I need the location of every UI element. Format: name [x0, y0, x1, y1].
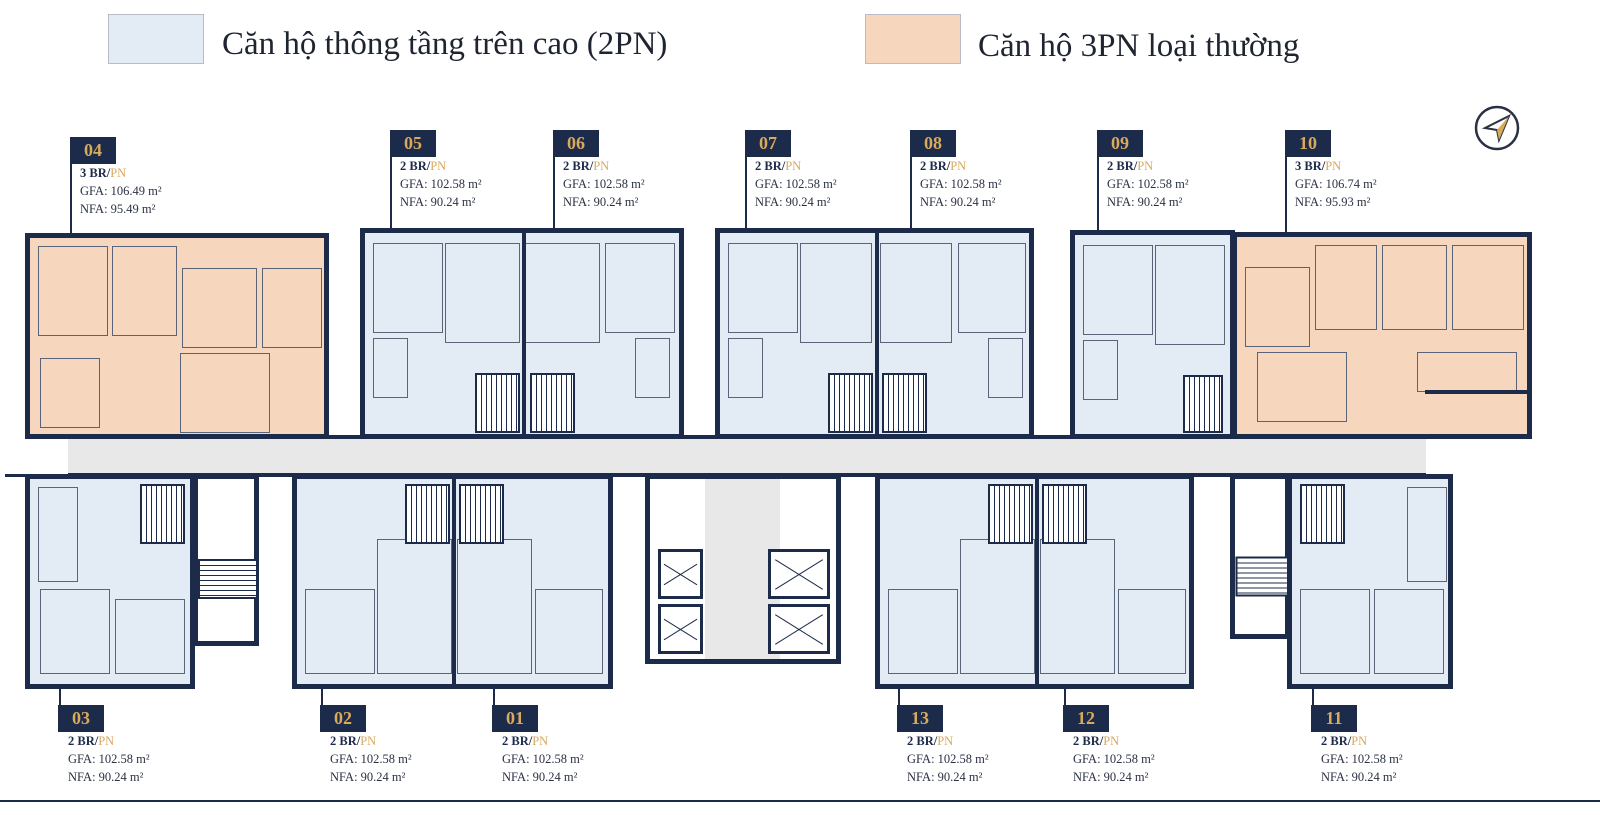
legend-swatch-3br	[865, 14, 961, 64]
unit-label-05: 05 2 BR/PN GFA: 102.58 m² NFA: 90.24 m²	[390, 130, 482, 228]
unit-type: 3 BR/PN	[80, 166, 127, 180]
unit-gfa: GFA: 102.58 m²	[920, 177, 1002, 191]
unit-nfa: NFA: 90.24 m²	[68, 770, 144, 784]
unit-nfa: NFA: 90.24 m²	[563, 195, 639, 209]
unit-label-03: 03 2 BR/PN GFA: 102.58 m² NFA: 90.24 m²	[58, 689, 150, 786]
north-arrow-icon	[1474, 105, 1520, 151]
unit-type: 2 BR/PN	[330, 734, 377, 748]
unit-label-09: 09 2 BR/PN GFA: 102.58 m² NFA: 90.24 m²	[1097, 130, 1189, 230]
unit-nfa: NFA: 90.24 m²	[502, 770, 578, 784]
units-02-01-plan[interactable]	[292, 474, 613, 689]
unit-type: 2 BR/PN	[1107, 159, 1154, 173]
unit-gfa: GFA: 102.58 m²	[330, 752, 412, 766]
unit-nfa: NFA: 95.93 m²	[1295, 195, 1371, 209]
stair-core-west	[193, 474, 259, 646]
unit-gfa: GFA: 106.74 m²	[1295, 177, 1377, 191]
leader-line	[1097, 157, 1099, 230]
unit-nfa: NFA: 90.24 m²	[907, 770, 983, 784]
unit-type: 2 BR/PN	[755, 159, 802, 173]
unit-gfa: GFA: 102.58 m²	[907, 752, 989, 766]
unit-label-06: 06 2 BR/PN GFA: 102.58 m² NFA: 90.24 m²	[553, 130, 645, 228]
units-13-12-plan[interactable]	[875, 474, 1194, 689]
unit-type: 2 BR/PN	[400, 159, 447, 173]
leader-line	[1064, 689, 1066, 705]
legend-label-duplex: Căn hộ thông tầng trên cao (2PN)	[222, 26, 668, 62]
unit-label-02: 02 2 BR/PN GFA: 102.58 m² NFA: 90.24 m²	[320, 689, 412, 786]
unit-nfa: NFA: 90.24 m²	[1321, 770, 1397, 784]
unit-number: 08	[910, 130, 956, 157]
unit-nfa: NFA: 90.24 m²	[330, 770, 406, 784]
unit-number: 01	[492, 705, 538, 732]
unit-number: 11	[1311, 705, 1357, 732]
leader-line	[321, 689, 323, 705]
unit-type: 2 BR/PN	[1321, 734, 1368, 748]
unit-number: 02	[320, 705, 366, 732]
unit-label-01: 01 2 BR/PN GFA: 102.58 m² NFA: 90.24 m²	[492, 689, 584, 786]
leader-line	[70, 164, 72, 233]
unit-gfa: GFA: 102.58 m²	[755, 177, 837, 191]
unit-10-plan[interactable]	[1232, 232, 1532, 439]
leader-line	[1285, 157, 1287, 232]
unit-type: 3 BR/PN	[1295, 159, 1342, 173]
elevator-core	[645, 474, 841, 664]
unit-label-12: 12 2 BR/PN GFA: 102.58 m² NFA: 90.24 m²	[1063, 689, 1155, 786]
leader-line	[59, 689, 61, 705]
unit-type: 2 BR/PN	[920, 159, 967, 173]
unit-nfa: NFA: 90.24 m²	[1107, 195, 1183, 209]
unit-type: 2 BR/PN	[563, 159, 610, 173]
unit-nfa: NFA: 95.49 m²	[80, 202, 156, 216]
units-07-08-plan[interactable]	[715, 228, 1034, 439]
legend-swatch-duplex	[108, 14, 204, 64]
leader-line	[390, 157, 392, 228]
unit-nfa: NFA: 90.24 m²	[920, 195, 996, 209]
unit-nfa: NFA: 90.24 m²	[755, 195, 831, 209]
unit-11-plan[interactable]	[1287, 474, 1453, 689]
unit-number: 06	[553, 130, 599, 157]
unit-number: 03	[58, 705, 104, 732]
leader-line	[898, 689, 900, 705]
unit-gfa: GFA: 102.58 m²	[502, 752, 584, 766]
unit-gfa: GFA: 102.58 m²	[68, 752, 150, 766]
unit-type: 2 BR/PN	[1073, 734, 1120, 748]
unit-label-04: 04 3 BR/PN GFA: 106.49 m² NFA: 95.49 m²	[70, 137, 162, 233]
units-05-06-plan[interactable]	[360, 228, 684, 439]
unit-nfa: NFA: 90.24 m²	[400, 195, 476, 209]
unit-label-10: 10 3 BR/PN GFA: 106.74 m² NFA: 95.93 m²	[1285, 130, 1377, 232]
leader-line	[1312, 689, 1314, 705]
unit-04-plan[interactable]	[25, 233, 329, 439]
unit-number: 07	[745, 130, 791, 157]
unit-number: 09	[1097, 130, 1143, 157]
unit-label-13: 13 2 BR/PN GFA: 102.58 m² NFA: 90.24 m²	[897, 689, 989, 786]
unit-gfa: GFA: 102.58 m²	[1073, 752, 1155, 766]
unit-label-07: 07 2 BR/PN GFA: 102.58 m² NFA: 90.24 m²	[745, 130, 837, 228]
unit-gfa: GFA: 102.58 m²	[1107, 177, 1189, 191]
unit-type: 2 BR/PN	[907, 734, 954, 748]
corridor	[68, 435, 1426, 477]
unit-label-11: 11 2 BR/PN GFA: 102.58 m² NFA: 90.24 m²	[1311, 689, 1403, 786]
leader-line	[910, 157, 912, 228]
unit-type: 2 BR/PN	[502, 734, 549, 748]
unit-type: 2 BR/PN	[68, 734, 115, 748]
unit-number: 04	[70, 137, 116, 164]
unit-number: 10	[1285, 130, 1331, 157]
unit-03-plan[interactable]	[25, 474, 195, 689]
unit-nfa: NFA: 90.24 m²	[1073, 770, 1149, 784]
unit-number: 05	[390, 130, 436, 157]
unit-number: 12	[1063, 705, 1109, 732]
unit-gfa: GFA: 102.58 m²	[563, 177, 645, 191]
unit-gfa: GFA: 106.49 m²	[80, 184, 162, 198]
leader-line	[553, 157, 555, 228]
unit-number: 13	[897, 705, 943, 732]
legend-label-3br: Căn hộ 3PN loại thường	[978, 28, 1300, 64]
unit-label-08: 08 2 BR/PN GFA: 102.58 m² NFA: 90.24 m²	[910, 130, 1002, 228]
unit-09-plan[interactable]	[1070, 230, 1235, 439]
leader-line	[745, 157, 747, 228]
unit-gfa: GFA: 102.58 m²	[400, 177, 482, 191]
unit-gfa: GFA: 102.58 m²	[1321, 752, 1403, 766]
stair-core-east	[1230, 474, 1291, 639]
leader-line	[493, 689, 495, 705]
